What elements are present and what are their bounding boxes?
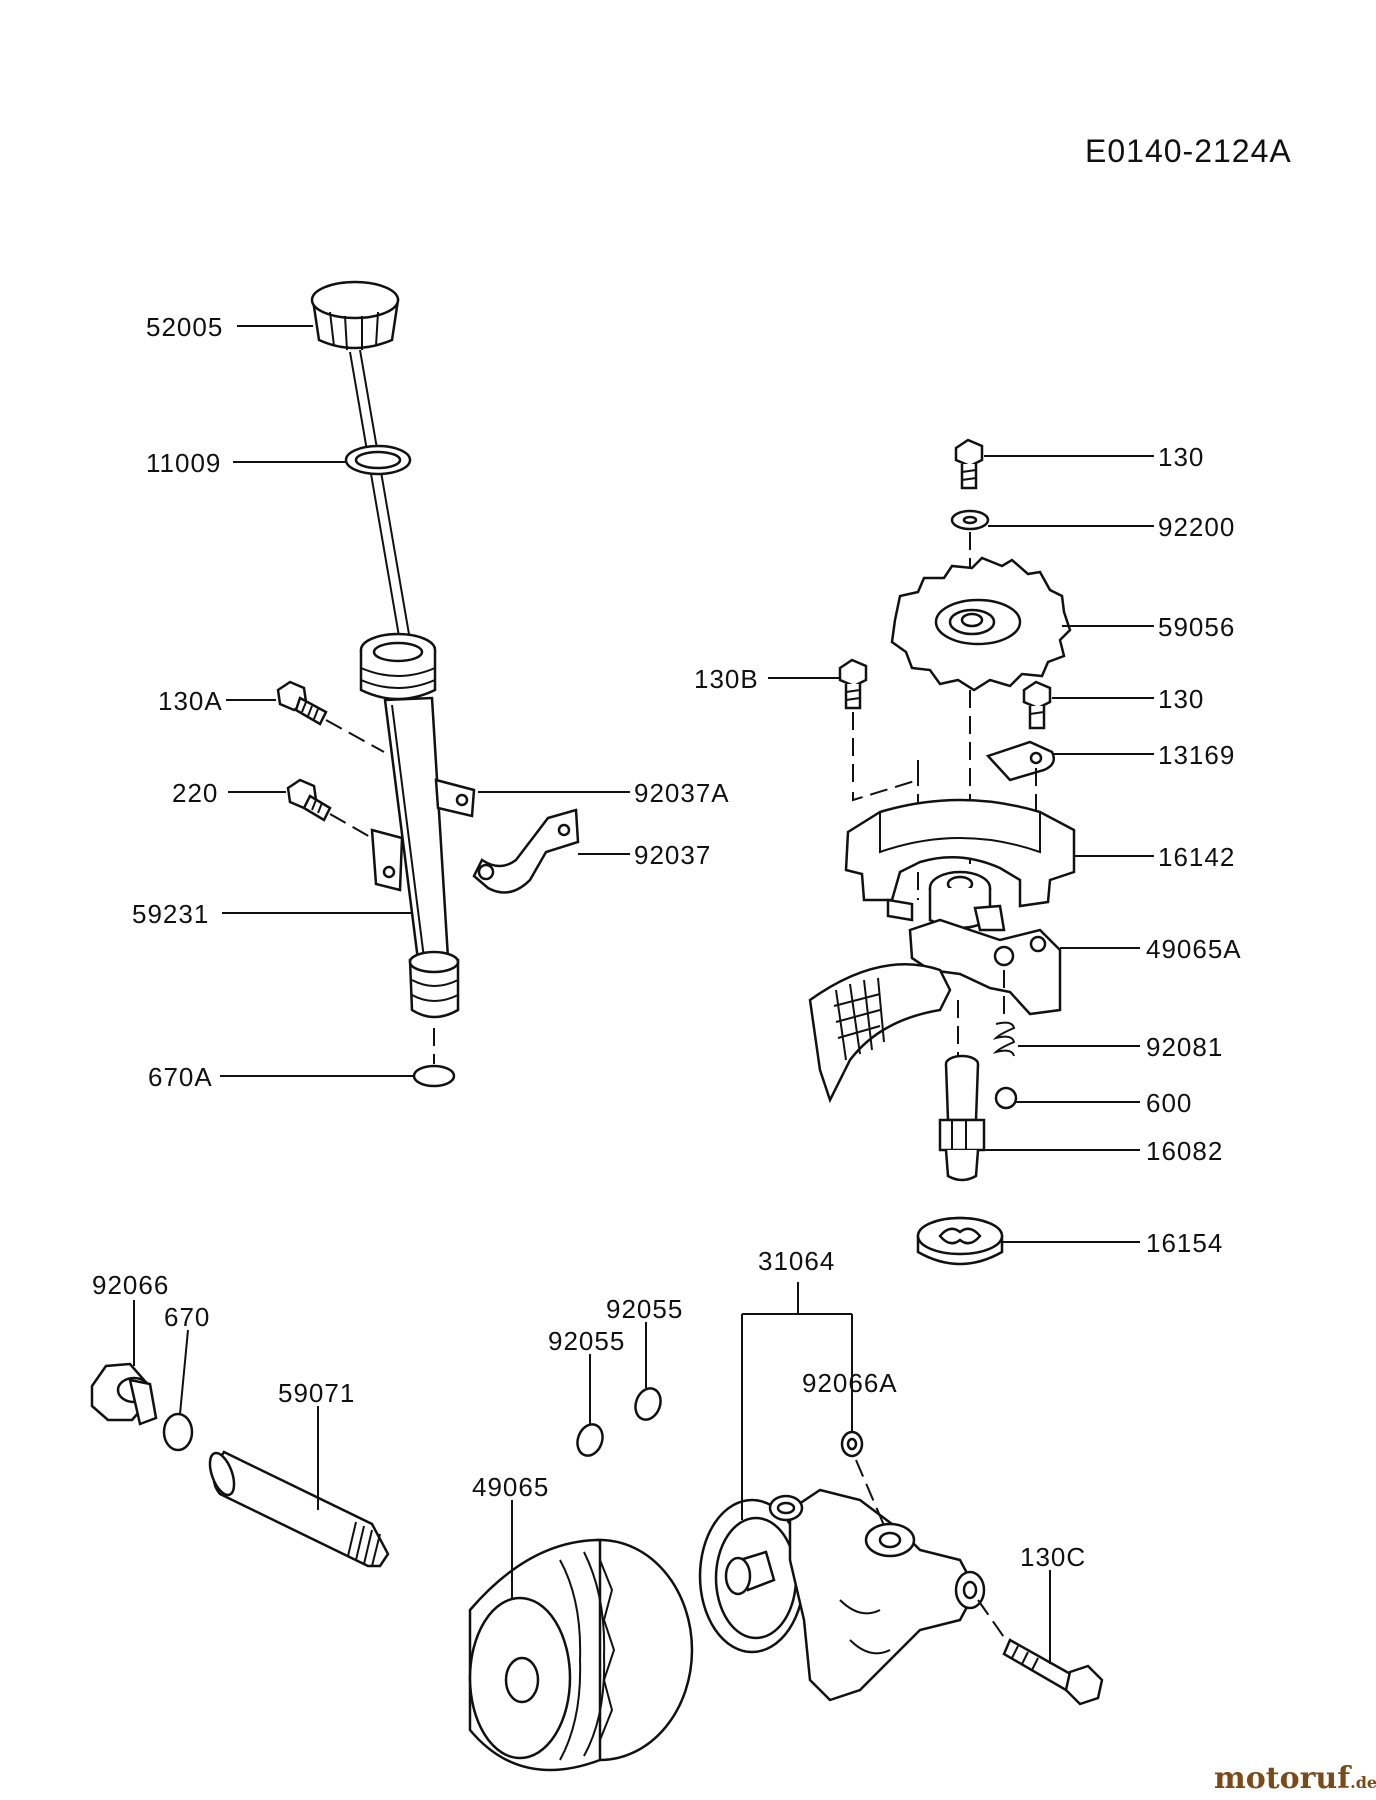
pipe-59071	[208, 1450, 390, 1568]
oil-pump-stack	[808, 438, 1076, 1266]
clamp-92037	[472, 808, 580, 894]
label-130c: 130C	[1020, 1542, 1086, 1572]
label-92200: 92200	[1158, 512, 1235, 542]
label-59056: 59056	[1158, 612, 1235, 642]
part-labels: 52005 11009 130A 220 92037A 92037 59231 …	[92, 312, 1242, 1572]
dipstick-guide-bottom	[408, 950, 460, 1019]
leader-lines	[133, 325, 1154, 1664]
label-670: 670	[164, 1302, 210, 1332]
oil-filter-49065	[468, 1538, 694, 1772]
label-92066: 92066	[92, 1270, 169, 1300]
label-670a: 670A	[148, 1062, 213, 1092]
label-92081: 92081	[1146, 1032, 1223, 1062]
label-16082: 16082	[1146, 1136, 1223, 1166]
bolt-130-mid	[1022, 680, 1052, 730]
label-92037a: 92037A	[634, 778, 730, 808]
bolt-130c	[1002, 1638, 1104, 1706]
washer-92066a	[840, 1430, 864, 1458]
pump-cover-49065a	[808, 918, 1062, 1104]
label-92055-upper: 92055	[606, 1294, 683, 1324]
washer-92200	[950, 509, 990, 531]
label-130-top: 130	[1158, 442, 1204, 472]
o-ring-670	[162, 1412, 194, 1452]
label-59231: 59231	[132, 899, 209, 929]
drawing-code: E0140-2124A	[1085, 133, 1292, 169]
bolt-130-top	[954, 438, 984, 490]
watermark-main: motoruf	[1214, 1761, 1352, 1796]
dipstick-rod	[359, 349, 411, 641]
dipstick-assembly	[276, 280, 580, 1088]
governor-housing-16142	[844, 798, 1076, 932]
drain-plug-92066	[90, 1362, 158, 1426]
pump-shaft-16082	[938, 1054, 986, 1182]
label-130b: 130B	[694, 664, 759, 694]
label-59071: 59071	[278, 1378, 355, 1408]
dipstick-guide-top	[359, 632, 437, 701]
label-11009: 11009	[146, 448, 221, 478]
filter-adapter-31064	[698, 1488, 986, 1702]
dipstick-tube	[383, 696, 450, 962]
label-220: 220	[172, 778, 218, 808]
plate-13169	[985, 740, 1055, 782]
bolt-130a	[276, 680, 328, 726]
label-16154: 16154	[1146, 1228, 1223, 1258]
dipstick-cap	[310, 280, 400, 351]
o-ring-670a	[412, 1064, 456, 1088]
watermark-suffix: .de	[1350, 1773, 1376, 1792]
o-ring-92055-lower	[576, 1423, 604, 1457]
spring-92081	[992, 1021, 1016, 1057]
label-92066a: 92066A	[802, 1368, 898, 1398]
label-52005: 52005	[146, 312, 223, 342]
bolt-130b	[838, 658, 868, 710]
rotor-16154	[916, 1216, 1004, 1266]
watermark-logo: motoruf.de	[1214, 1761, 1376, 1796]
label-31064: 31064	[758, 1246, 835, 1276]
label-130a: 130A	[158, 686, 223, 716]
label-600: 600	[1146, 1088, 1192, 1118]
label-92037: 92037	[634, 840, 711, 870]
label-49065a: 49065A	[1146, 934, 1242, 964]
ball-600	[994, 1086, 1018, 1110]
bracket-92037a	[370, 778, 476, 892]
label-49065: 49065	[472, 1472, 549, 1502]
bolt-220	[286, 778, 332, 822]
o-ring-92055-upper	[634, 1387, 662, 1421]
o-ring-11009	[344, 444, 412, 476]
label-16142: 16142	[1158, 842, 1235, 872]
label-130-mid: 130	[1158, 684, 1204, 714]
label-92055-lower: 92055	[548, 1326, 625, 1356]
label-13169: 13169	[1158, 740, 1235, 770]
gear-59056	[890, 556, 1072, 692]
